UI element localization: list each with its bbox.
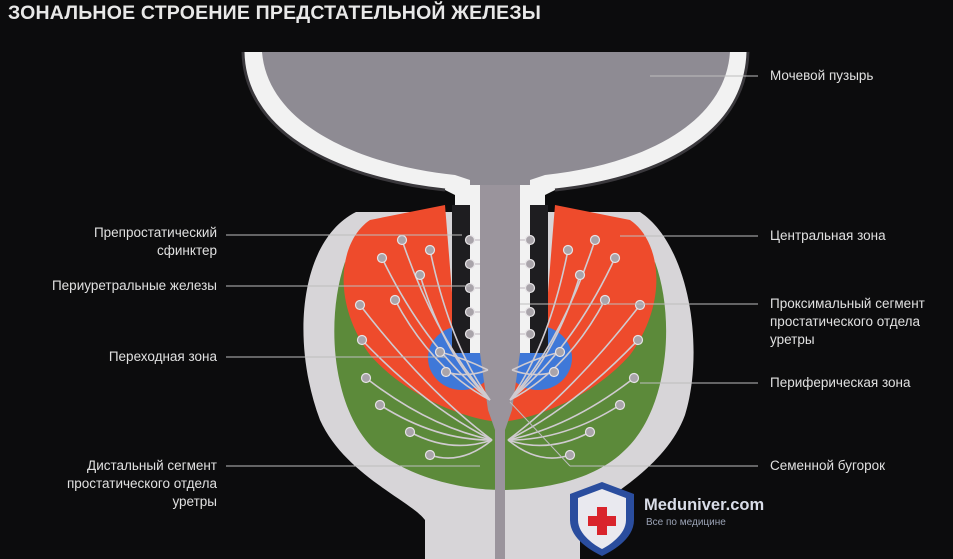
central-zone-gland-acinus xyxy=(396,234,408,246)
periurethral-gland-left-acinus xyxy=(464,306,476,318)
label-preprostatic-sphincter: Препростатический сфинктер xyxy=(94,224,217,260)
peripheral-zone-gland-duct xyxy=(365,377,493,441)
transition-zone-gland-acinus xyxy=(554,346,566,358)
central-zone-gland-acinus xyxy=(609,252,621,264)
periurethral-gland-right-acinus xyxy=(524,306,536,318)
central-zone-gland-acinus xyxy=(574,269,586,281)
label-bladder: Мочевой пузырь xyxy=(770,68,874,83)
urethra-distal xyxy=(480,353,520,559)
transition-zone-gland-acinus xyxy=(440,366,452,378)
peripheral-zone-gland-duct xyxy=(379,404,493,441)
central-zone-gland-duct xyxy=(509,249,569,401)
peripheral-zone-gland-acinus xyxy=(632,334,644,346)
peripheral-zone-gland-duct xyxy=(507,404,621,441)
transition-zone-gland-acinus xyxy=(434,346,446,358)
leader-lines xyxy=(226,75,758,467)
periurethral-gland-left-acinus xyxy=(464,328,476,340)
label-seminal-colliculus: Семенной бугорок xyxy=(770,458,886,473)
central-zone-gland-acinus xyxy=(424,244,436,256)
peripheral-zone-gland-duct xyxy=(507,377,635,441)
peripheral-zone-gland-duct xyxy=(507,439,571,459)
peripheral-zone-gland-acinus xyxy=(424,449,436,461)
bladder-lumen xyxy=(262,52,730,205)
peripheral-zone-gland-duct xyxy=(507,431,591,447)
central-zone-gland-duct xyxy=(381,257,491,401)
periurethral-gland-left-acinus xyxy=(464,282,476,294)
peripheral-zone-gland-duct xyxy=(361,339,493,441)
peripheral-zone-gland-duct xyxy=(359,304,493,441)
central-zone-gland-acinus xyxy=(599,294,611,306)
central-zone-gland-duct xyxy=(509,239,596,401)
periurethral-gland-right-acinus xyxy=(524,282,536,294)
central-zone xyxy=(343,205,657,422)
peripheral-zone-gland-acinus xyxy=(634,299,646,311)
peripheral-zone-gland-duct xyxy=(409,431,493,447)
label-line: уретры xyxy=(770,332,815,347)
central-zone-gland-acinus xyxy=(414,269,426,281)
peripheral-zone-gland-duct xyxy=(429,439,493,459)
peripheral-zone-gland-acinus xyxy=(354,299,366,311)
logo-name: Meduniver.com xyxy=(644,496,765,514)
periurethral-gland-left-acinus xyxy=(464,258,476,270)
label-line: Препростатический xyxy=(93,225,217,240)
label-line: Дистальный сегмент xyxy=(87,458,217,473)
label-line: уретры xyxy=(172,494,217,509)
label-line: простатического отдела xyxy=(770,314,921,329)
label-transition-zone: Переходная зона xyxy=(108,349,217,364)
peripheral-zone-gland-acinus xyxy=(614,399,626,411)
label-line: простатического отдела xyxy=(66,476,217,491)
label-line: Проксимальный сегмент xyxy=(770,296,925,311)
label-distal-segment: Дистальный сегмент простатического отдел… xyxy=(67,457,217,511)
label-line: сфинктер xyxy=(157,243,217,258)
peripheral-zone-gland-acinus xyxy=(360,372,372,384)
central-zone-gland-duct xyxy=(509,257,616,401)
periurethral-gland-right-acinus xyxy=(524,234,536,246)
peripheral-zone-gland-acinus xyxy=(374,399,386,411)
label-proximal-segment: Проксимальный сегмент простатического от… xyxy=(770,295,925,349)
meduniver-logo-icon xyxy=(570,482,634,556)
label-periurethral-glands: Периуретральные железы xyxy=(51,278,217,293)
central-zone-gland-acinus xyxy=(376,252,388,264)
urethra-inner-proximal xyxy=(480,185,520,353)
peripheral-zone-gland-duct xyxy=(507,339,639,441)
peripheral-zone-gland-acinus xyxy=(564,449,576,461)
label-peripheral-zone: Периферическая зона xyxy=(770,375,911,390)
label-central-zone: Центральная зона xyxy=(770,228,886,243)
peripheral-zone-gland-duct xyxy=(507,304,641,441)
peripheral-zone-gland-acinus xyxy=(584,426,596,438)
central-zone-gland-duct xyxy=(394,299,491,401)
peripheral-zone-gland-acinus xyxy=(628,372,640,384)
central-zone-gland-acinus xyxy=(589,234,601,246)
central-zone-gland-duct xyxy=(419,274,491,401)
periurethral-gland-right-acinus xyxy=(524,328,536,340)
periurethral-gland-right-acinus xyxy=(524,258,536,270)
central-zone-gland-acinus xyxy=(389,294,401,306)
leader-colliculus xyxy=(509,401,571,467)
central-zone-gland-acinus xyxy=(562,244,574,256)
central-zone-gland-duct xyxy=(509,299,606,401)
gland-ducts xyxy=(354,234,646,461)
peripheral-zone-gland-acinus xyxy=(404,426,416,438)
logo-tagline: Все по медицине xyxy=(646,517,726,528)
central-zone-gland-duct xyxy=(429,249,491,401)
page-title: ЗОНАЛЬНОЕ СТРОЕНИЕ ПРЕДСТАТЕЛЬНОЙ ЖЕЛЕЗЫ xyxy=(8,2,542,24)
transition-zone-gland-acinus xyxy=(548,366,560,378)
peripheral-zone-gland-acinus xyxy=(356,334,368,346)
bladder-rim xyxy=(241,51,750,192)
periurethral-gland-left-acinus xyxy=(464,234,476,246)
central-zone-gland-duct xyxy=(509,274,581,401)
